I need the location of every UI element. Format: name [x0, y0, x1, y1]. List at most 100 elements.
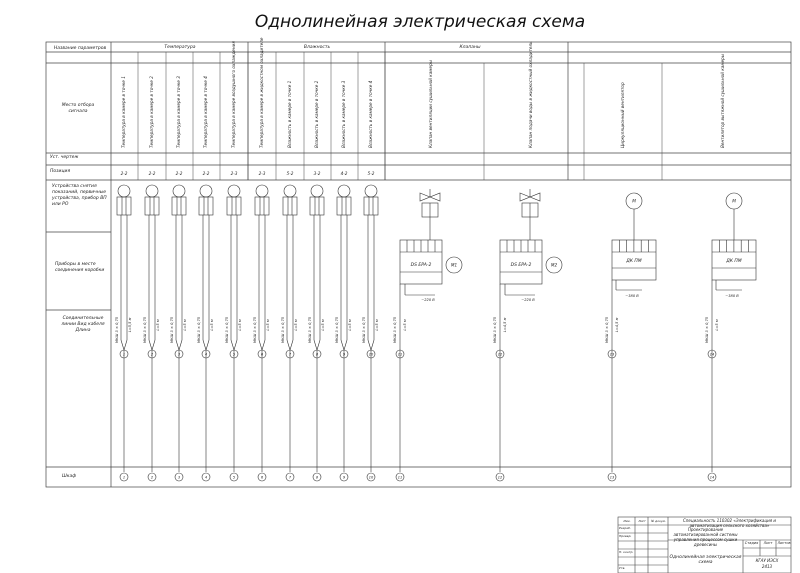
- terminal-circle: [495, 472, 505, 482]
- conductor-merge: [258, 339, 263, 351]
- valve-unit-label: DS EPA-2: [411, 262, 432, 268]
- place-label: Место отбора сигнала: [61, 103, 95, 114]
- pos-label: Уст. чертеж: [50, 155, 79, 160]
- sensor-column-text: Влажность в камере в точке 3: [341, 80, 346, 148]
- conductor-merge: [289, 339, 294, 351]
- group-temperature: Температура: [164, 45, 196, 50]
- sensor-box: [363, 196, 379, 216]
- valve-supply-label: ~220 В: [521, 298, 535, 302]
- sensor-circle: [310, 184, 324, 198]
- conductor-merge: [230, 339, 235, 351]
- cable-length-label: L=5,5 м: [128, 317, 132, 332]
- cable-length-label: L=5 м: [156, 319, 160, 330]
- sensor-column-text: Температура в камере в точке 4: [203, 76, 208, 148]
- sensor-pos-label: 2-2: [149, 171, 156, 176]
- tb-role-dev: Разраб.: [619, 526, 631, 530]
- sensor-circle: [199, 184, 213, 198]
- valve-icon: [419, 192, 441, 202]
- cable-type-label: МКШ 3 × 0,75: [143, 316, 147, 343]
- cable-length-label: L=5 м: [294, 319, 298, 330]
- connection-circle: [285, 349, 295, 359]
- sensor-box: [171, 196, 187, 216]
- cable-length-label: L=5 м: [321, 319, 325, 330]
- fan-supply-label: ~380 В: [725, 294, 739, 298]
- sensor-column-text: Температура в камере в точке 3: [176, 76, 181, 148]
- fan-supply-label: ~380 В: [625, 294, 639, 298]
- connection-number: 14: [710, 353, 715, 357]
- valve-supply-label: ~220 В: [421, 298, 435, 302]
- connection-circle: [229, 349, 239, 359]
- terminal-circle: [607, 472, 617, 482]
- connection-circle: [366, 349, 376, 359]
- fan-unit-label: ДК ПМ: [625, 258, 642, 264]
- sensor-box: [309, 196, 325, 216]
- cable-type-label: МКШ 3 × 0,75: [170, 316, 174, 343]
- terminal-number: 8: [316, 476, 319, 480]
- terminal-number: 9: [343, 476, 346, 480]
- cable-type-label: МКШ 3 × 0,75: [605, 316, 609, 343]
- connection-number: 8: [316, 353, 319, 357]
- sensor-box: [116, 196, 132, 216]
- terminal-number: 1: [123, 476, 125, 480]
- conductor-merge: [148, 339, 153, 351]
- tb-role-ncontr: Н. контр.: [619, 550, 634, 554]
- sensor-box: [226, 196, 242, 216]
- devices-label: Устройства снятия показаний, первичные у…: [52, 184, 107, 207]
- connection-number: 1: [123, 353, 125, 357]
- motor-circle: [545, 256, 563, 274]
- terminal-number: 11: [398, 476, 403, 480]
- sensor-circle: [117, 184, 131, 198]
- terminal-label: Шкаф: [62, 474, 77, 479]
- sensor-circle: [227, 184, 241, 198]
- tb-head-sheet: Лист: [638, 519, 646, 523]
- sensor-pos-label: 2-3: [259, 171, 266, 176]
- cable-type-label: МКШ 3 × 0,75: [253, 316, 257, 343]
- connection-circle: [147, 349, 157, 359]
- conductor-merge: [286, 339, 291, 351]
- cable-length-label: L=5 м: [348, 319, 352, 330]
- sensor-box: [144, 196, 160, 216]
- conductor-merge: [202, 339, 207, 351]
- tb-role-appr: Утв.: [619, 566, 626, 570]
- sensor-column-text: Влажность в камере в точке 2: [314, 80, 319, 148]
- group-valves: Клапаны: [459, 45, 481, 50]
- sensor-circle: [145, 184, 159, 198]
- cable-type-label: МКШ 3 × 0,75: [225, 316, 229, 343]
- cable-type-label: МКШ 3 × 0,75: [705, 316, 709, 343]
- motor-circle: [445, 256, 463, 274]
- tb-sheet: Лист: [763, 541, 773, 545]
- fan-motor-label: М: [632, 199, 636, 204]
- cable-type-label: МКШ 3 × 0,75: [493, 316, 497, 343]
- terminal-circle: [339, 472, 349, 482]
- outer-frame: [45, 41, 792, 488]
- sensor-column-text: Температура в камере в жидкостном охлади…: [259, 37, 264, 148]
- connection-circle: [607, 349, 617, 359]
- motor-label: М2: [551, 263, 558, 268]
- terminal-circle: [285, 472, 295, 482]
- tb-drawing-name: Однолинейная электрическая схема: [669, 555, 742, 565]
- conductor-merge: [316, 339, 321, 351]
- cable-type-label: МКШ 3 × 0,75: [335, 316, 339, 343]
- cable-type-label: МКШ 3 × 0,75: [115, 316, 119, 343]
- tb-group: 2413: [761, 564, 773, 569]
- terminal-number: 4: [205, 476, 208, 480]
- connection-number: 6: [261, 353, 264, 357]
- terminal-circle: [174, 472, 184, 482]
- param-name-label: Название параметров: [53, 46, 107, 51]
- connection-circle: [174, 349, 184, 359]
- sensor-column-text: Температура в камере в точке 2: [149, 76, 154, 148]
- connection-circle: [201, 349, 211, 359]
- connection-number: 4: [205, 353, 208, 357]
- sensor-pos-label: 5-2: [368, 171, 375, 176]
- cable-length-label: L=5 м: [210, 319, 214, 330]
- terminal-circle: [366, 472, 376, 482]
- sensor-column-text: Влажность в камере в точке 4: [368, 80, 373, 148]
- tb-sheets: Листов: [777, 541, 791, 545]
- sensor-column-text: Температура в камере в точке 1: [121, 76, 126, 148]
- connection-number: 2: [151, 353, 154, 357]
- sensor-pos-label: 2-2: [176, 171, 183, 176]
- cable-type-label: МКШ 3 × 0,75: [308, 316, 312, 343]
- group-humidity: Влажность: [303, 45, 331, 50]
- valve-unit-label: DS EPA-2: [511, 262, 532, 268]
